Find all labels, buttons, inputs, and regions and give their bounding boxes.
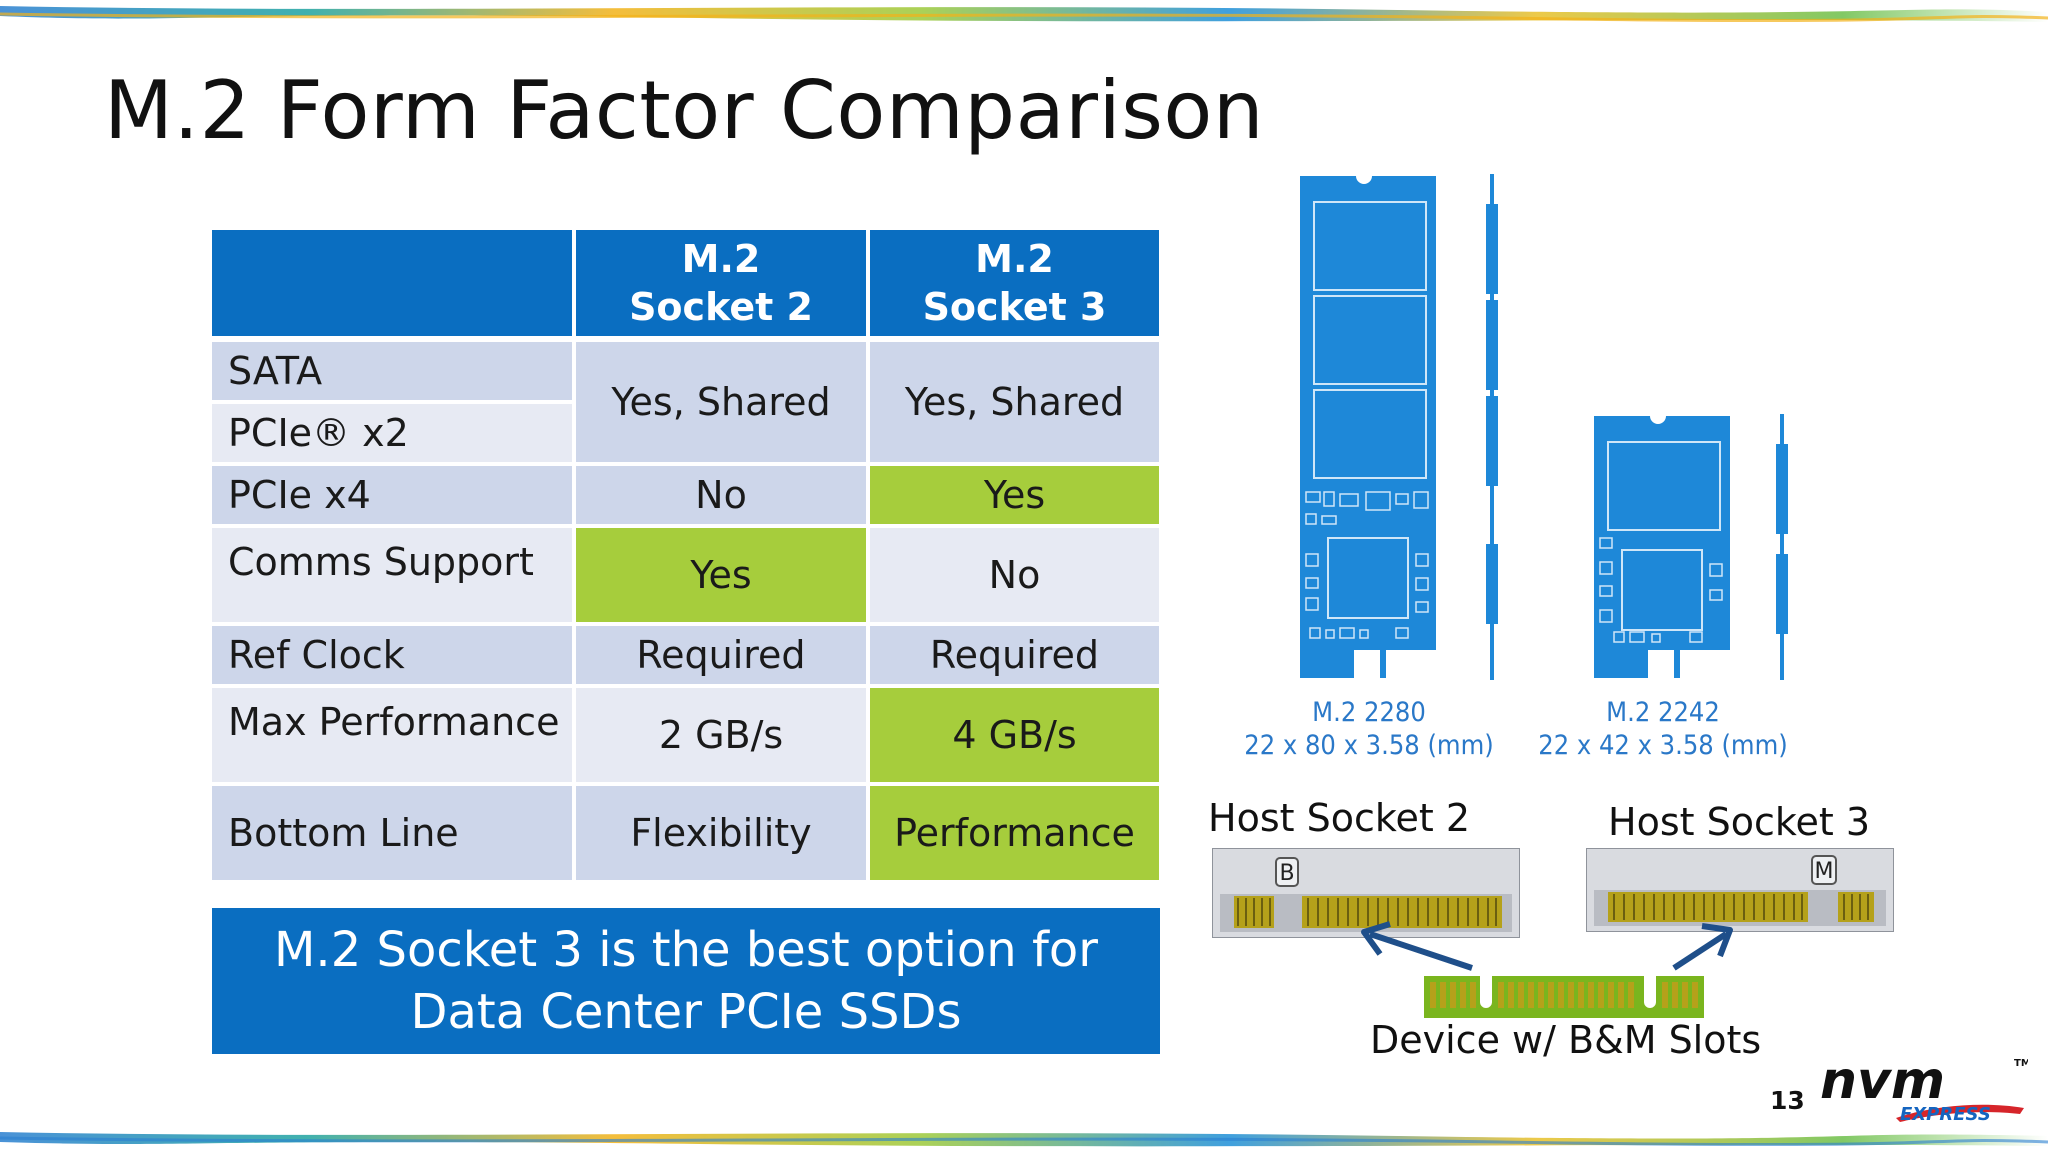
host-socket-2-illustration: B	[1212, 848, 1520, 938]
ref-clock-socket3: Required	[870, 626, 1159, 684]
shared-socket2: Yes, Shared	[576, 342, 866, 462]
arrows-illustration	[1361, 921, 1733, 971]
m2-2242-side-view	[1776, 414, 1788, 680]
page-number: 13	[1770, 1086, 1805, 1115]
m2-2242-dims: 22 x 42 x 3.58 (mm)	[1538, 730, 1788, 761]
device-card-edge-illustration	[1424, 976, 1704, 1018]
m2-2280-card-illustration	[1300, 176, 1436, 678]
shared-socket3: Yes, Shared	[870, 342, 1159, 462]
callout-line1: M.2 Socket 3 is the best option for	[274, 922, 1098, 978]
socket-2-key-b: B	[1279, 861, 1294, 886]
logo-sub: EXPRESS	[1900, 1104, 1991, 1124]
callout-banner: M.2 Socket 3 is the best option for Data…	[212, 908, 1160, 1054]
header-corner	[212, 230, 572, 336]
row-label-pcie-x4: PCIe x4	[212, 466, 572, 524]
pcie-x4-socket2: No	[576, 466, 866, 524]
row-label-max-perf: Max Performance	[212, 688, 572, 782]
pcie-x4-socket3: Yes	[870, 466, 1159, 524]
max-perf-socket2: 2 GB/s	[576, 688, 866, 782]
m2-2280-name: M.2 2280	[1312, 697, 1426, 728]
ref-clock-socket2: Required	[576, 626, 866, 684]
nvm-express-logo: nvm EXPRESS TM	[1820, 1052, 2028, 1124]
host-socket-3-illustration: M	[1586, 848, 1894, 932]
logo-tm: TM	[2014, 1058, 2028, 1069]
device-label: Device w/ B&M Slots	[1370, 1018, 1762, 1062]
host-socket-2-label: Host Socket 2	[1208, 796, 1471, 840]
header-socket3: M.2 Socket 3	[870, 230, 1159, 336]
m2-2242-label: M.2 2242 22 x 42 x 3.58 (mm)	[1530, 696, 1796, 762]
bottom-line-socket3: Performance	[870, 786, 1159, 880]
slide-title: M.2 Form Factor Comparison	[104, 64, 1265, 157]
comms-socket2: Yes	[576, 528, 866, 622]
callout-line2: Data Center PCIe SSDs	[410, 984, 962, 1040]
top-decorative-stripe	[0, 6, 2048, 23]
header-socket2-line1: M.2	[681, 237, 761, 281]
m2-2280-label: M.2 2280 22 x 80 x 3.58 (mm)	[1236, 696, 1502, 762]
max-perf-socket3: 4 GB/s	[870, 688, 1159, 782]
m2-2280-side-view	[1486, 174, 1498, 680]
socket-3-key-m: M	[1815, 859, 1834, 884]
header-socket3-line2: Socket 3	[922, 285, 1107, 329]
host-socket-3-label: Host Socket 3	[1608, 800, 1871, 844]
logo-main: nvm	[1820, 1052, 1945, 1111]
row-label-comms: Comms Support	[212, 528, 572, 622]
m2-2242-card-illustration	[1594, 416, 1730, 678]
row-label-ref-clock: Ref Clock	[212, 626, 572, 684]
header-socket2: M.2 Socket 2	[576, 230, 866, 336]
row-label-pcie-x2: PCIe® x2	[212, 404, 572, 462]
comms-socket3: No	[870, 528, 1159, 622]
row-label-bottom-line: Bottom Line	[212, 786, 572, 880]
comparison-table: M.2 Socket 2 M.2 Socket 3 SATA PCIe® x2 …	[212, 230, 1159, 880]
header-socket3-line1: M.2	[975, 237, 1054, 281]
bottom-decorative-stripe	[0, 1132, 2048, 1147]
m2-2242-name: M.2 2242	[1606, 697, 1720, 728]
row-label-sata: SATA	[212, 342, 572, 400]
m2-2280-dims: 22 x 80 x 3.58 (mm)	[1244, 730, 1494, 761]
bottom-line-socket2: Flexibility	[576, 786, 866, 880]
header-socket2-line2: Socket 2	[629, 285, 813, 329]
